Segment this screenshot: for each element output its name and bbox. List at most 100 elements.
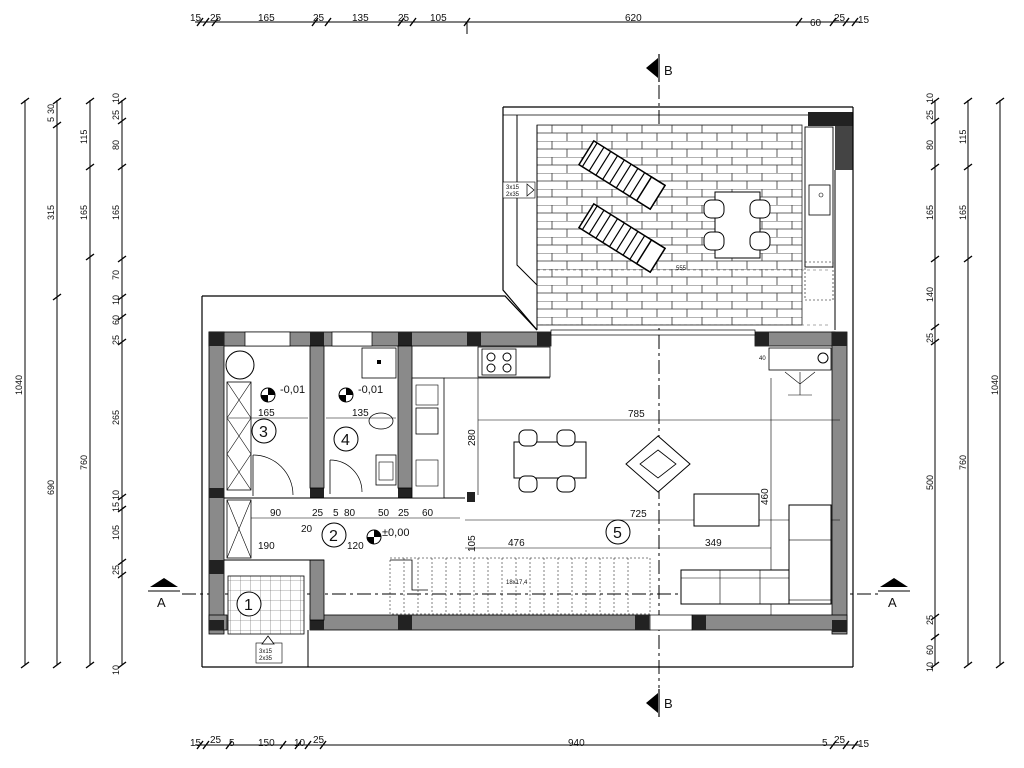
room-1-number: 1	[244, 597, 253, 614]
top-dim-2: 25	[210, 13, 222, 24]
outdoor-sink-icon	[808, 184, 831, 216]
left-inner-dim-70: 70	[111, 270, 121, 280]
hall-dim-60: 60	[422, 508, 434, 519]
left-inner-dim-60: 60	[111, 315, 121, 325]
sofa-zone-dim: 349	[705, 538, 722, 549]
section-a-right-label: A	[888, 595, 897, 610]
stair-run-dim: 476	[508, 538, 525, 549]
left-mid-dim-760: 760	[79, 455, 89, 470]
top-dim-10: 25	[834, 13, 846, 24]
room-5-living: 785 280 460 725 105 476 349 5	[465, 347, 840, 615]
sun-lounger-icon	[577, 202, 667, 274]
boiler-icon	[225, 350, 255, 380]
bottom-dim-4: 150	[258, 738, 275, 749]
bottom-dim-2: 25	[210, 735, 222, 746]
top-dimension-chain: 15 25 165 25 135 25 105 620 60 25 15	[190, 13, 870, 34]
svg-text:2x35: 2x35	[506, 192, 520, 198]
tv-console	[693, 493, 760, 527]
bottom-dimension-chain: 15 25 5 150 10 25 940 5 25 15	[190, 735, 870, 750]
living-depth: 280	[467, 429, 478, 446]
left-mid-dim-165: 165	[79, 205, 89, 220]
section-b-bottom-marker: B	[646, 689, 673, 717]
bottom-dim-5: 10	[294, 738, 306, 749]
section-b-top-marker: B	[646, 54, 673, 82]
bottom-dim-6: 25	[313, 735, 325, 746]
hall-dim-120: 120	[347, 541, 364, 552]
room-3-elevation: -0,01	[280, 384, 305, 396]
room-1-entrance: 1 3x15 2x35	[227, 575, 305, 664]
hall-depth: 105	[467, 535, 478, 552]
top-dim-7: 105	[430, 13, 447, 24]
section-b-top-label: B	[664, 63, 673, 78]
sofa-icon	[680, 504, 832, 605]
toilet-icon	[368, 412, 394, 430]
bottom-dim-8: 5	[822, 738, 828, 749]
room-4-elevation: -0,01	[358, 384, 383, 396]
left-outer-dim-30: 30	[46, 104, 56, 114]
room-2-hall: 2 ±0,00 55 90 25 5 80 50 25 60 20 190 12…	[226, 499, 460, 559]
left-outer-dim-690: 690	[46, 480, 56, 495]
top-dim-11: 15	[858, 15, 870, 26]
entrance-arrow-icon: 3x15 2x35	[255, 635, 283, 664]
level-marker-icon	[260, 387, 276, 403]
washbasin-icon	[375, 454, 397, 486]
hall-dim-25a: 25	[312, 508, 324, 519]
terrace-brick-paving	[536, 124, 803, 326]
terrace: 3x15 2x35 555	[502, 106, 854, 331]
right-mid-dim-115: 115	[958, 130, 968, 144]
svg-text:3x15: 3x15	[506, 185, 520, 191]
section-a-right-marker: A	[878, 578, 910, 610]
room-4-number: 4	[341, 432, 350, 449]
fireplace-dim-40: 40	[759, 356, 766, 362]
left-inner-dim-25c: 25	[111, 565, 121, 575]
coffee-table-icon	[625, 435, 691, 493]
right-inner-dim-140: 140	[925, 287, 935, 302]
left-inner-dim-25: 25	[111, 110, 121, 120]
kitchen	[411, 346, 551, 499]
room-3-width: 165	[258, 408, 275, 419]
staircase: 18x17,4	[389, 557, 651, 615]
room-5-number: 5	[613, 525, 622, 542]
room-2-elevation: ±0,00	[382, 527, 409, 539]
section-a-left-label: A	[157, 595, 166, 610]
hall-dim-25b: 25	[398, 508, 410, 519]
left-outer-dim-1040: 1040	[14, 375, 24, 395]
hall-dim-190: 190	[258, 541, 275, 552]
hall-dim-20: 20	[301, 524, 313, 535]
right-dimension-chains: 10 25 80 165 140 25 500 25 60 10 115 165…	[925, 93, 1005, 672]
left-inner-dim-10c: 10	[111, 490, 121, 500]
top-dim-1: 15	[190, 13, 202, 24]
room-3-utility: 3 -0,01 165	[225, 350, 308, 496]
top-dim-3: 165	[258, 13, 275, 24]
level-marker-icon	[338, 387, 354, 403]
room-4-bathroom: 4 -0,01 135	[326, 347, 397, 494]
top-dim-6: 25	[398, 13, 410, 24]
left-inner-dim-10: 10	[111, 93, 121, 103]
living-width: 785	[628, 409, 645, 420]
outdoor-dining-set-icon	[703, 191, 771, 259]
svg-text:2x35: 2x35	[259, 656, 273, 662]
terrace-dim-555: 555	[676, 266, 687, 272]
hall-length: 725	[630, 509, 647, 520]
left-outer-dim-5: 5	[46, 117, 56, 122]
living-height: 460	[760, 488, 771, 505]
right-inner-dim-25c: 25	[925, 615, 935, 625]
hall-dim-5: 5	[333, 508, 339, 519]
left-inner-dim-15: 15	[111, 502, 121, 512]
left-inner-dim-25b: 25	[111, 335, 121, 345]
left-inner-dim-10b: 10	[111, 295, 121, 305]
bottom-dim-10: 15	[858, 739, 870, 750]
right-inner-dim-60: 60	[925, 645, 935, 655]
room-4-width: 135	[352, 408, 369, 419]
top-dim-4: 25	[313, 13, 325, 24]
top-dim-9: 60	[810, 18, 822, 29]
left-inner-dim-10d: 10	[111, 665, 121, 675]
left-inner-dim-105: 105	[111, 525, 121, 540]
section-a-left-marker: A	[148, 578, 180, 610]
right-inner-dim-25: 25	[925, 110, 935, 120]
left-inner-dim-80: 80	[111, 140, 121, 150]
right-inner-dim-10b: 10	[925, 662, 935, 672]
sun-lounger-icon	[577, 139, 667, 211]
right-mid-dim-760: 760	[958, 455, 968, 470]
hall-dim-50: 50	[378, 508, 390, 519]
